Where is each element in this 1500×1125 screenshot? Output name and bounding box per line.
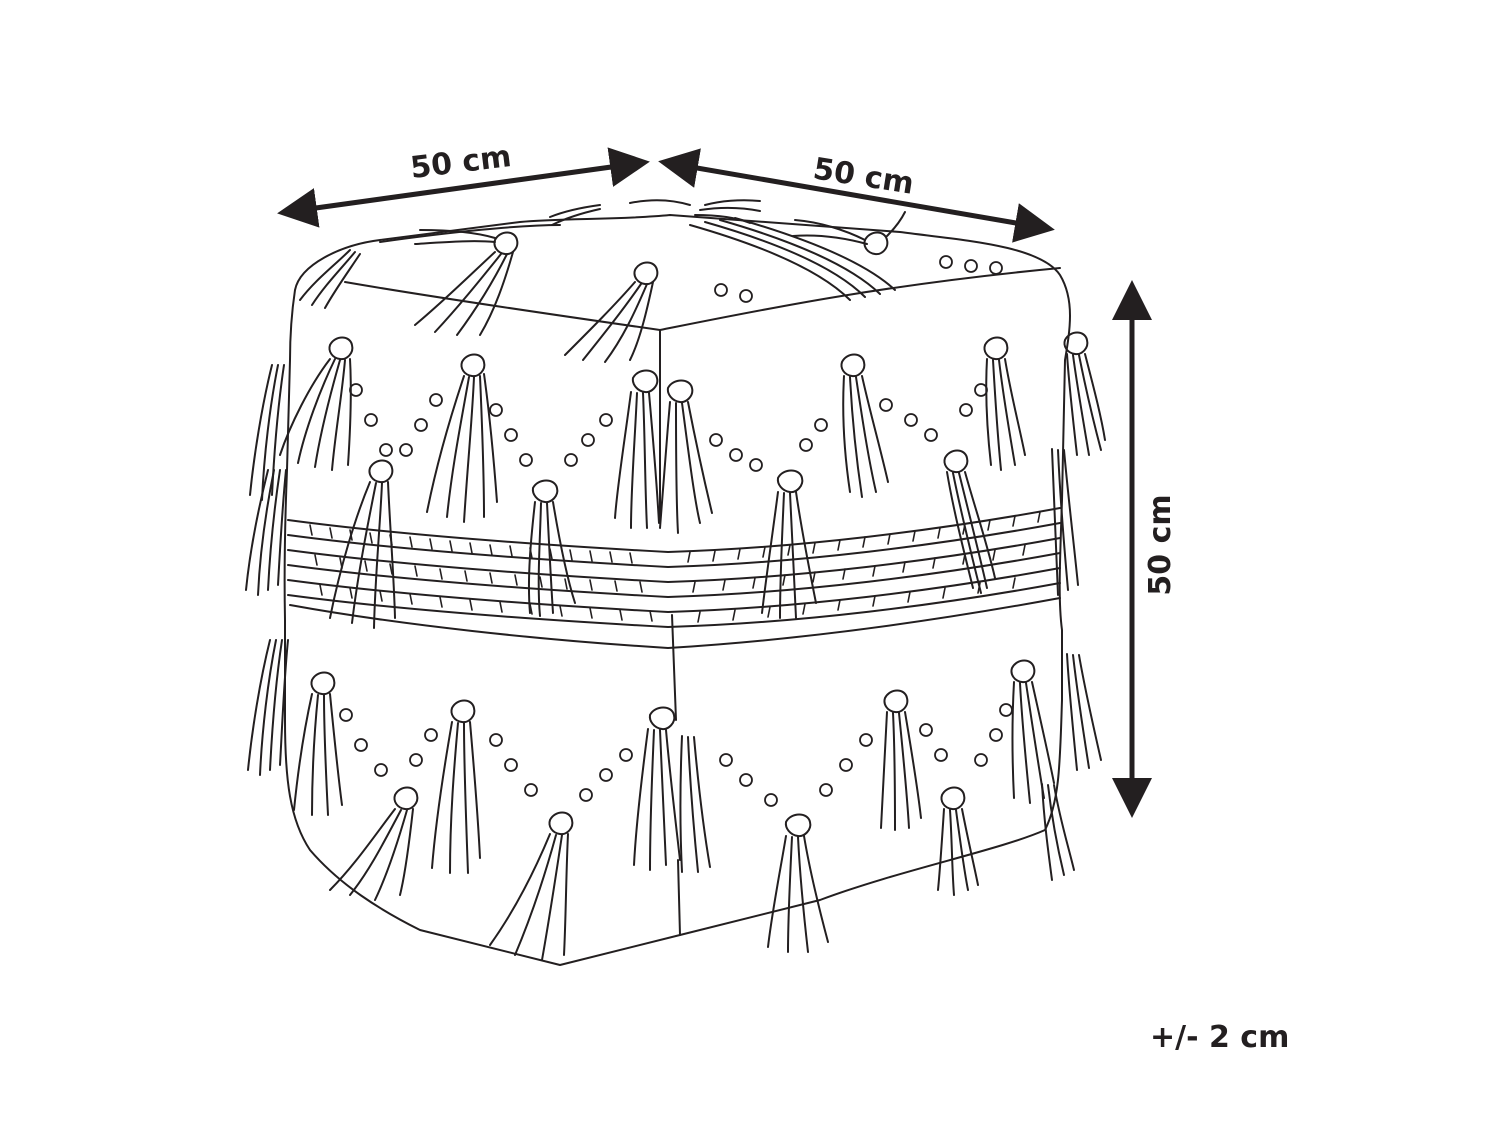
tassel: [840, 353, 889, 498]
depth-label: 50 cm: [811, 151, 916, 201]
dot-pattern-upper: [349, 255, 1003, 472]
tassel: [679, 735, 711, 873]
height-label: 50 cm: [1143, 494, 1178, 595]
tassel: [279, 336, 354, 471]
tassel: [247, 639, 289, 776]
pouf-illustration: [245, 199, 1106, 966]
tassel: [414, 229, 519, 336]
dimension-lines: [277, 147, 1152, 818]
tassel: [564, 261, 659, 363]
tolerance-label: +/- 2 cm: [1150, 1020, 1290, 1055]
tassel: [527, 479, 576, 617]
woven-band: [287, 507, 1061, 649]
width-arrow: [277, 147, 650, 228]
tassel: [426, 353, 498, 523]
tassel: [937, 786, 979, 896]
tassel: [1010, 659, 1055, 804]
depth-arrow: [658, 148, 1055, 243]
tassel: [431, 699, 481, 874]
tassel: [614, 369, 660, 529]
width-label: 50 cm: [408, 139, 513, 186]
center-vertical-seam: [659, 329, 681, 936]
tassel: [1066, 653, 1102, 771]
tassel: [880, 689, 922, 831]
tassel: [549, 199, 691, 226]
tassel: [659, 379, 713, 534]
tassel: [792, 211, 906, 256]
tassel: [293, 671, 343, 816]
tassel: [633, 706, 681, 871]
tassel: [329, 786, 419, 901]
tassel: [489, 811, 574, 961]
tassel: [767, 813, 829, 953]
tassel: [1051, 448, 1079, 596]
tassel: [761, 469, 817, 619]
tassel: [329, 459, 396, 629]
tassels: [245, 199, 1106, 961]
tassel: [245, 469, 287, 596]
tassel: [943, 449, 996, 594]
dot-pattern-lower: [339, 703, 1013, 807]
top-front-seam: [344, 267, 1061, 331]
tassel: [299, 249, 361, 309]
tassel: [1063, 331, 1106, 456]
tassel: [1041, 783, 1075, 881]
tassel: [983, 336, 1026, 471]
